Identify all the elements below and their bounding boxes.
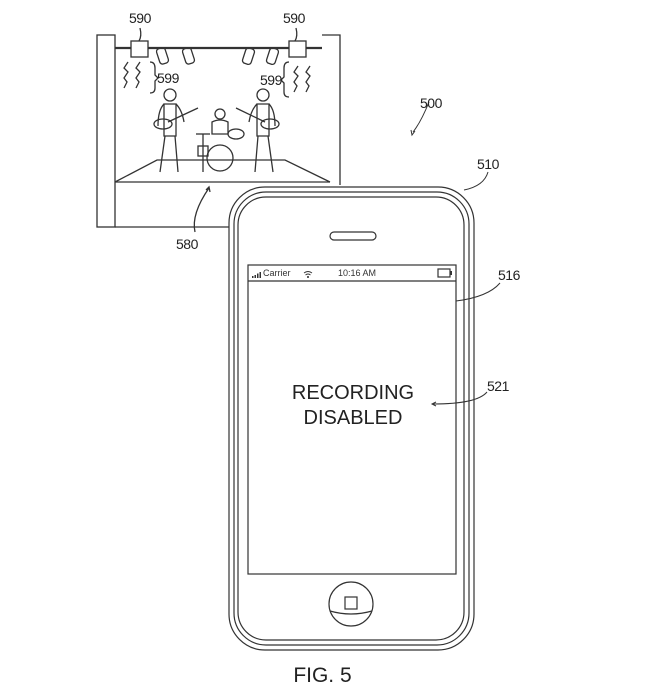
- spotlight: [241, 47, 256, 66]
- signal-wave-icon: [123, 61, 129, 89]
- arrowhead: [430, 401, 437, 407]
- leader-line-521: [432, 391, 488, 405]
- signal-bars-icon: [252, 272, 261, 278]
- home-button-icon: [344, 596, 358, 610]
- leader-line-590-left: [138, 27, 142, 42]
- leader-line-516: [455, 282, 501, 302]
- status-carrier: Carrier: [263, 268, 291, 278]
- ref-label-590-right: 590: [283, 10, 305, 26]
- leader-line-580: [193, 187, 210, 233]
- ref-label-590-left: 590: [129, 10, 151, 26]
- figure-caption: FIG. 5: [293, 664, 352, 687]
- spotlight: [265, 47, 280, 66]
- ref-label-580: 580: [176, 236, 198, 252]
- message-line-2: DISABLED: [303, 407, 403, 429]
- status-time: 10:16 AM: [338, 268, 377, 278]
- recording-disabled-message: RECORDING DISABLED: [248, 381, 458, 431]
- signal-brace: [149, 61, 159, 94]
- stage-right-pillar: [322, 34, 341, 185]
- signal-wave-icon: [135, 61, 141, 89]
- device-bezel-line: [233, 191, 470, 646]
- drummer: [196, 108, 245, 172]
- leader-line-590-right: [294, 27, 298, 42]
- arrowhead: [205, 185, 211, 193]
- mobile-device: [228, 186, 475, 651]
- stage-floor: [114, 159, 331, 183]
- message-line-1: RECORDING: [291, 382, 415, 404]
- signal-wave-icon: [293, 65, 299, 93]
- guitarist-right: [235, 88, 280, 173]
- ref-label-500: 500: [420, 95, 442, 111]
- device-face: [237, 196, 465, 641]
- spotlight: [181, 46, 196, 65]
- signal-wave-icon: [305, 65, 311, 93]
- venue-stage: [96, 27, 341, 233]
- wifi-icon: [303, 271, 313, 279]
- emitter-right: [288, 40, 307, 58]
- spotlight: [155, 46, 170, 65]
- signal-brace: [280, 61, 290, 98]
- leader-line-500: [412, 101, 430, 133]
- emitter-left: [130, 40, 149, 58]
- ref-label-599-right: 599: [260, 72, 282, 88]
- ref-label-510: 510: [477, 156, 499, 172]
- ref-label-516: 516: [498, 267, 520, 283]
- leader-lines: [410, 101, 501, 407]
- home-button[interactable]: [328, 581, 374, 627]
- leader-line-510: [463, 171, 489, 191]
- arrowhead: [410, 129, 416, 137]
- display-screen: [247, 264, 457, 575]
- speaker-slot: [329, 231, 377, 241]
- ref-label-599-left: 599: [157, 70, 179, 86]
- ref-label-521: 521: [487, 378, 509, 394]
- stage-left-pillar: [96, 34, 116, 228]
- guitarist-left: [153, 88, 199, 173]
